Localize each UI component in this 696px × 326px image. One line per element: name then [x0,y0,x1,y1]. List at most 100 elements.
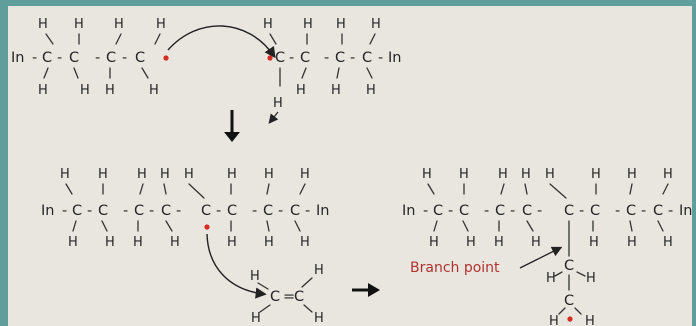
bond-line [462,220,469,232]
bond-line [662,183,669,195]
single-bond: - [123,203,128,219]
hydrogen-atom: H [422,167,432,182]
carbon-atom: C [227,203,237,219]
carbon-atom: C [161,203,171,219]
hydrogen-atom: H [494,235,504,250]
carbon-atom: C [201,203,211,219]
hydrogen-atom: H [184,167,194,182]
branch-carbon-atom: C [564,203,574,219]
bond-line [294,220,301,232]
bond-line [336,67,340,79]
bond-line [366,67,373,79]
single-bond: - [423,203,428,219]
hydrogen-atom: H [38,17,48,32]
branched-polymer-product: H H H H H H H H In - C - C - C - C - C -… [402,167,692,326]
radical-dot [267,55,273,61]
hydrogen-atom: H [466,235,476,250]
single-bond: - [537,203,542,219]
carbon-atom: C [564,258,574,274]
hydrogen-atom: H [156,17,166,32]
ethene-monomer: H H C = C H H [250,263,324,326]
carbon-atom: C [362,50,372,66]
bottom-left-chain-with-midchain-radical: H H H H H H H H In - C - C - C - C - C -… [41,167,329,250]
carbon-atom: C [98,203,108,219]
single-bond: - [57,50,62,66]
hydrogen-atom: H [627,235,637,250]
hydrogen-atom: H [336,17,346,32]
bond-line [188,183,205,199]
bond-line [500,183,505,195]
bond-line [299,183,306,195]
reaction-arrow-head [224,132,240,142]
bond-line [526,220,534,232]
single-bond: - [579,203,584,219]
branch-point-label: Branch point [410,260,500,276]
carbon-atom: C [522,203,532,219]
radical-dot [163,55,169,61]
hydrogen-atom: H [314,311,324,326]
hydrogen-atom: H [546,271,556,286]
small-arrow [268,111,279,124]
carbon-atom: C [275,50,285,66]
carbon-atom: C [626,203,636,219]
single-bond: - [32,50,37,66]
hydrogen-atom: H [459,167,469,182]
bond-line [303,304,313,313]
bond-line [427,183,435,195]
branch-point-arrow [519,246,563,269]
hydrogen-atom: H [586,271,596,286]
bond-line [524,183,528,195]
bond-line [43,67,49,79]
hydrogen-atom: H [264,167,274,182]
bond-line [549,183,567,199]
radical-dot [567,316,573,322]
bond-line [165,220,173,232]
hydrogen-atom: H [331,83,341,98]
carbon-atom: C [653,203,663,219]
hydrogen-atom: H [250,269,260,284]
bond-line [154,33,161,45]
hydrogen-atom: H [227,167,237,182]
bond-line [266,183,270,195]
carbon-atom: C [495,203,505,219]
single-bond: - [62,203,67,219]
single-bond: - [305,203,310,219]
carbon-atom: C [69,50,79,66]
hydrogen-atom: H [170,235,180,250]
carbon-atom: C [290,203,300,219]
single-bond: - [216,203,221,219]
hydrogen-atom: H [105,83,115,98]
hydrogen-atom: H [251,311,261,326]
single-bond: - [149,203,154,219]
hydrogen-atom: H [263,17,273,32]
bond-line [141,67,149,79]
single-bond: - [615,203,620,219]
hydrogen-atom: H [545,167,555,182]
hydrogen-atom: H [80,83,90,98]
single-bond: - [176,203,181,219]
textbook-page: H H H H In - C - C - C - C H H H H H H H… [8,6,692,326]
hydrogen-atom: H [114,17,124,32]
carbon-atom: C [270,289,280,305]
hydrogen-atom: H [300,235,310,250]
hydrogen-atom: H [663,167,673,182]
carbon-atom: C [72,203,82,219]
carbon-atom: C [135,50,145,66]
single-bond: - [350,50,355,66]
initiator-group: In [11,50,24,66]
hydrogen-atom: H [137,167,147,182]
carbon-atom: C [300,50,310,66]
bond-line [301,67,307,79]
carbon-atom: C [459,203,469,219]
polymer-branching-diagram: H H H H In - C - C - C - C H H H H H H H… [11,17,692,326]
bond-line [433,220,438,232]
hydrogen-atom: H [549,314,559,326]
hydrogen-atom: H [589,235,599,250]
hydrogen-atom: H [227,235,237,250]
hydrogen-atom: H [264,235,274,250]
bond-line [629,183,633,195]
hydrogen-atom: H [60,167,70,182]
abstracted-hydrogen: H [273,96,283,111]
bond-line [73,67,79,79]
initiator-group: In [679,203,692,219]
